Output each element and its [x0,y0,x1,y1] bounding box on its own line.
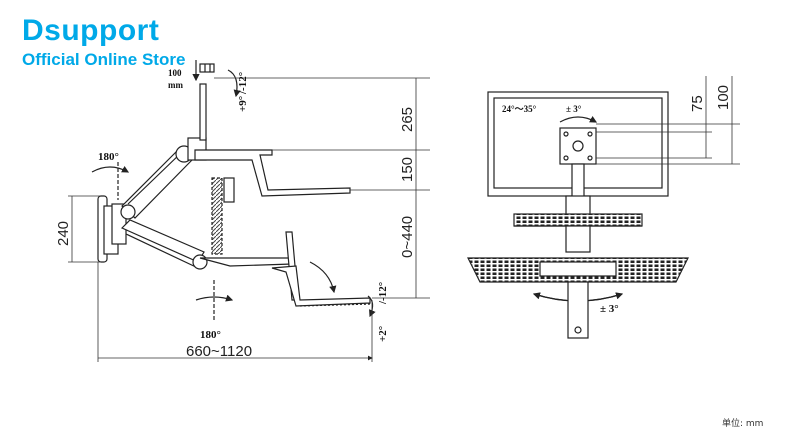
brand-subtitle: Official Online Store [22,50,186,69]
top-monitor-side [199,63,215,73]
vesa-mm-label: mm [168,80,183,90]
unit-label: 单位: mm [722,419,764,429]
vesa-100-front-label: 100 [715,85,732,110]
upper-tray [513,213,643,227]
rotation-bottom-label: 180° [200,329,221,341]
top-tray [194,149,351,197]
vesa-100-label: 100 [168,68,182,78]
screen-tilt-range-label: 24°～35° [502,104,537,114]
keyboard-tray [271,265,371,307]
front-dimensions [596,76,740,165]
dim-horizontal-range-label: 660~1120 [186,343,252,360]
side-dimensions [68,77,430,362]
vesa-plate [559,127,597,165]
monitor-tilt-down-label: /-12° [237,72,249,95]
keyboard-tilt-up-label: +2° [377,326,389,342]
dim-vertical-range-label: 0~440 [399,216,416,258]
monitor-tilt-up-label: +9° [237,96,249,112]
brand-title: Dsupport [22,14,160,47]
front-view [467,91,689,339]
monitor-rotate-label: ± 3° [566,104,582,114]
lower-arm [120,219,205,263]
vesa-75-label: 75 [689,95,706,112]
dim-150-label: 150 [399,157,416,182]
dim-265-label: 265 [399,107,416,132]
rotation-top-label: 180° [98,151,119,163]
keyboard-tilt-down-label: /-12° [377,282,389,305]
dim-240-label: 240 [55,221,72,246]
tray-rotate-label: ± 3° [600,303,619,315]
side-view [91,60,376,322]
